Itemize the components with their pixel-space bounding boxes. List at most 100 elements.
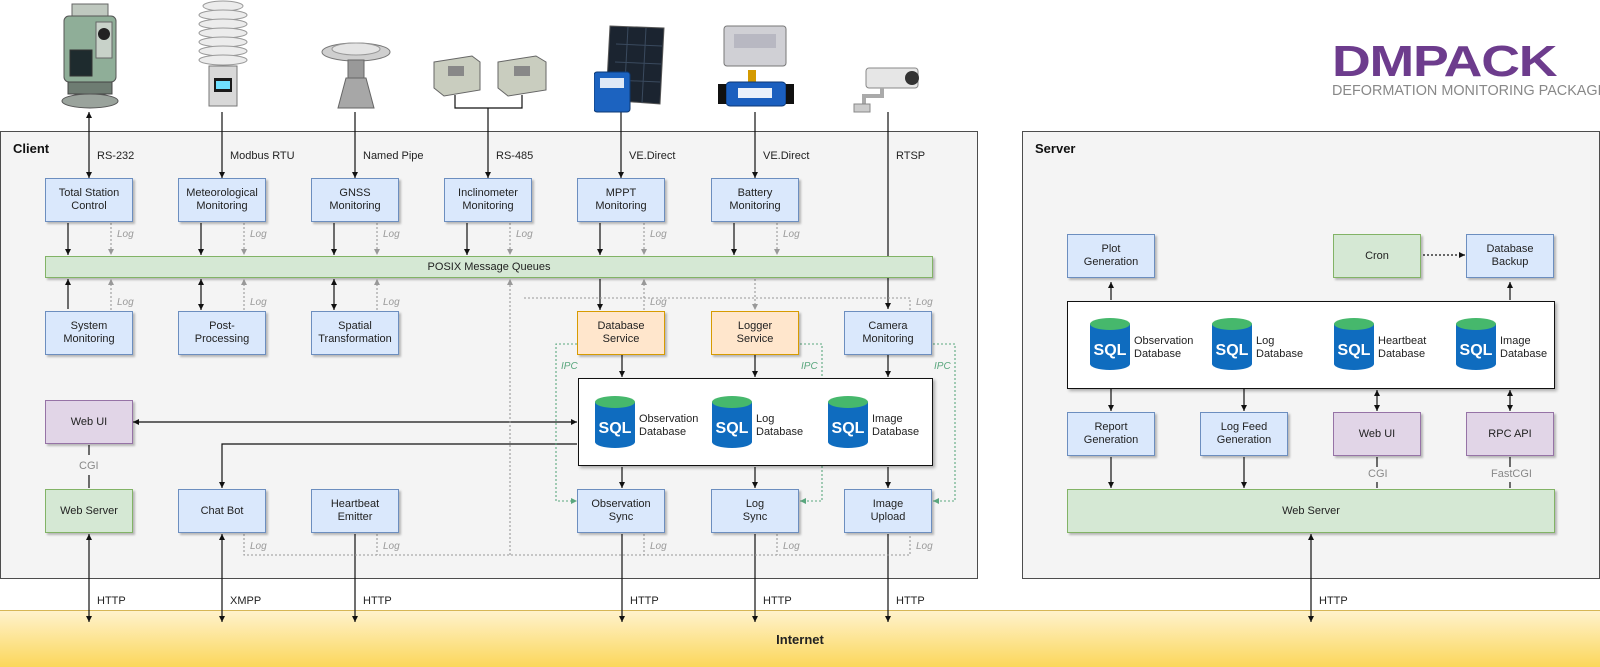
chat-bot: Chat Bot: [178, 489, 266, 533]
observation-sync: Observation Sync: [577, 489, 665, 533]
heartbeat-emitter: Heartbeat Emitter: [311, 489, 399, 533]
client-web-ui: Web UI: [45, 400, 133, 444]
rs232-label: RS-232: [97, 150, 135, 162]
log-label: Log: [250, 229, 267, 240]
sql-text: SQL: [1338, 342, 1371, 359]
mppt-monitoring: MPPT Monitoring: [577, 178, 665, 222]
client-observation-database: SQL Observation Database: [593, 394, 703, 454]
post-processing: Post- Processing: [178, 311, 266, 355]
log-label: Log: [650, 297, 667, 308]
ipc-label: IPC: [561, 361, 578, 372]
inclinometer-monitoring: Inclinometer Monitoring: [444, 178, 532, 222]
client-web-server: Web Server: [45, 489, 133, 533]
cron: Cron: [1333, 234, 1421, 278]
db-label: Observation Database: [1134, 335, 1194, 360]
modbus-label: Modbus RTU: [230, 150, 295, 162]
server-cgi-label: CGI: [1368, 468, 1388, 480]
sql-text: SQL: [599, 420, 632, 437]
rpc-api: RPC API: [1466, 412, 1554, 456]
log-feed-generation: Log Feed Generation: [1200, 412, 1288, 456]
total-station-control: Total Station Control: [45, 178, 133, 222]
inclinometer-icon: [433, 55, 547, 97]
sql-database-icon: SQL: [1090, 318, 1130, 370]
sql-database-icon: SQL: [1456, 318, 1496, 370]
database-service: Database Service: [577, 311, 665, 355]
spatial-transformation: Spatial Transformation: [311, 311, 399, 355]
log-label: Log: [383, 541, 400, 552]
internet-protocol-label: HTTP: [896, 595, 925, 607]
internet-protocol-label: HTTP: [763, 595, 792, 607]
vedirect-label-2: VE.Direct: [763, 150, 810, 162]
camera-monitoring: Camera Monitoring: [844, 311, 932, 355]
log-label: Log: [117, 297, 134, 308]
rtsp-label: RTSP: [896, 150, 926, 162]
logo-main: DMPACK: [1332, 37, 1558, 86]
gnss-antenna-icon: [321, 42, 391, 109]
server-log-database: SQL Log Database: [1210, 316, 1320, 376]
db-label: Observation Database: [639, 413, 699, 438]
log-label: Log: [250, 541, 267, 552]
server-observation-database: SQL Observation Database: [1088, 316, 1198, 376]
log-label: Log: [650, 541, 667, 552]
solar-charger-icon: [594, 25, 665, 113]
server-title: Server: [1035, 141, 1076, 156]
fastcgi-label: FastCGI: [1491, 468, 1532, 480]
ipc-label: IPC: [934, 361, 951, 372]
dmpack-logo: DMPACK DEFORMATION MONITORING PACKAGE: [1332, 37, 1600, 99]
cgi-label: CGI: [79, 460, 99, 472]
sql-text: SQL: [1460, 342, 1493, 359]
weather-station-icon: [198, 0, 248, 107]
client-log-database: SQL Log Database: [710, 394, 820, 454]
sql-text: SQL: [1216, 342, 1249, 359]
named-pipe-label: Named Pipe: [363, 150, 424, 162]
sql-database-icon: SQL: [1334, 318, 1374, 370]
log-label: Log: [783, 229, 800, 240]
log-label: Log: [516, 229, 533, 240]
db-label: Log Database: [1256, 335, 1304, 360]
vedirect-label-1: VE.Direct: [629, 150, 676, 162]
server-web-ui: Web UI: [1333, 412, 1421, 456]
client-title: Client: [13, 141, 50, 156]
server-web-server: Web Server: [1067, 489, 1555, 533]
sql-database-icon: SQL: [712, 396, 752, 448]
log-sync: Log Sync: [711, 489, 799, 533]
ipc-label: IPC: [801, 361, 818, 372]
sql-text: SQL: [1094, 342, 1127, 359]
internet-protocol-label: HTTP: [630, 595, 659, 607]
meteorological-monitoring: Meteorological Monitoring: [178, 178, 266, 222]
sql-database-icon: SQL: [828, 396, 868, 448]
gnss-monitoring: GNSS Monitoring: [311, 178, 399, 222]
db-label: Image Database: [1500, 335, 1548, 360]
log-label: Log: [117, 229, 134, 240]
internet-protocol-label: HTTP: [363, 595, 392, 607]
image-upload: Image Upload: [844, 489, 932, 533]
log-label: Log: [916, 297, 933, 308]
client-database-group: [578, 378, 933, 466]
posix-message-queues: POSIX Message Queues: [45, 256, 933, 278]
sql-text: SQL: [716, 420, 749, 437]
internet-bar: Internet: [0, 610, 1600, 667]
log-label: Log: [250, 297, 267, 308]
rs485-label: RS-485: [496, 150, 534, 162]
plot-generation: Plot Generation: [1067, 234, 1155, 278]
report-generation: Report Generation: [1067, 412, 1155, 456]
log-label: Log: [383, 229, 400, 240]
logger-service: Logger Service: [711, 311, 799, 355]
internet-protocol-label: HTTP: [97, 595, 126, 607]
client-image-database: SQL Image Database: [826, 394, 936, 454]
log-label: Log: [383, 297, 400, 308]
total-station-icon: [61, 3, 119, 109]
battery-monitoring: Battery Monitoring: [711, 178, 799, 222]
db-label: Image Database: [872, 413, 920, 438]
db-label: Log Database: [756, 413, 804, 438]
battery-icon: [718, 25, 794, 107]
sql-database-icon: SQL: [1212, 318, 1252, 370]
server-heartbeat-database: SQL Heartbeat Database: [1332, 316, 1442, 376]
system-monitoring: System Monitoring: [45, 311, 133, 355]
internet-protocol-label: HTTP: [1319, 595, 1348, 607]
sql-database-icon: SQL: [595, 396, 635, 448]
internet-protocol-label: XMPP: [230, 595, 262, 607]
database-backup: Database Backup: [1466, 234, 1554, 278]
logo-subtitle: DEFORMATION MONITORING PACKAGE: [1332, 82, 1600, 99]
